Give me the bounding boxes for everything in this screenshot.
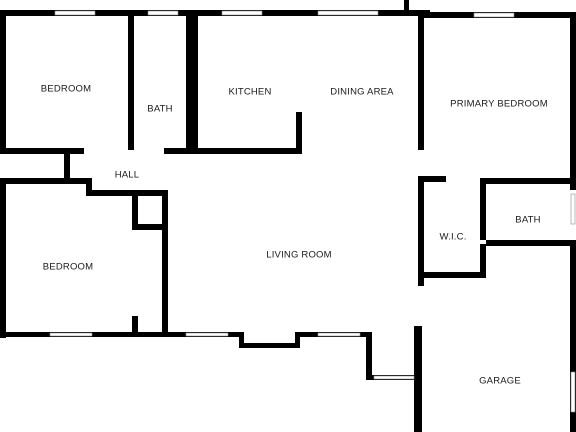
wall-left-upper (0, 10, 6, 150)
wall-kitchen-island (296, 112, 302, 154)
label-garage: GARAGE (479, 376, 521, 387)
wall-central-lower (418, 176, 424, 286)
wall-door-mark (404, 0, 409, 14)
window-dining-top (317, 10, 379, 16)
wall-bay-left (366, 332, 372, 380)
wall-bath-top (480, 178, 576, 184)
wall-right-lower (570, 240, 576, 432)
label-living-room: LIVING ROOM (266, 250, 332, 261)
label-dining-area: DINING AREA (330, 87, 394, 98)
window-bay-bottom (373, 375, 415, 380)
label-bedroom-bottom: BEDROOM (43, 262, 94, 273)
room-labels: BEDROOM BATH KITCHEN DINING AREA PRIMARY… (41, 84, 548, 387)
wall-wic-right (480, 178, 486, 240)
wall-wic-top (424, 176, 446, 182)
window-bedroom-top (54, 10, 96, 16)
wall-bedroom-bottom (0, 148, 84, 154)
wall-bottom-notch-left (239, 332, 244, 348)
wall-bedroom2-right (132, 190, 138, 230)
window-bedroom-bottom (49, 332, 93, 337)
label-kitchen: KITCHEN (228, 87, 271, 98)
wall-central-upper (418, 12, 424, 150)
wall-kitchen-left (192, 12, 198, 154)
label-bath-right: BATH (515, 215, 540, 226)
wall-bed-bath (128, 10, 134, 150)
wall-top-middle (194, 10, 430, 16)
window-living-left (185, 332, 229, 337)
label-bedroom-top: BEDROOM (41, 84, 92, 95)
wall-bedroom2-right-lower (132, 316, 138, 336)
window-bath-top (147, 10, 179, 16)
wall-bottom-left (0, 332, 240, 337)
wall-bath-right-bottom (486, 240, 576, 246)
window-kitchen-top (221, 10, 263, 16)
wall-bottom-notch (239, 343, 299, 348)
wall-kitchen-bottom (192, 148, 302, 154)
label-bath-left: BATH (147, 104, 172, 115)
label-hall: HALL (115, 170, 140, 181)
label-primary-bedroom: PRIMARY BEDROOM (450, 99, 548, 110)
wall-bath-bottom (164, 148, 194, 154)
window-bath-right (570, 193, 576, 225)
wall-top-left (0, 10, 194, 16)
wall-bath-right (186, 10, 192, 154)
wall-bottom-notch-right (295, 332, 300, 348)
wall-hall-step (86, 178, 92, 194)
wall-closet-top (136, 224, 166, 230)
wall-garage-divider (480, 244, 486, 276)
wall-hall-step-bottom (86, 190, 166, 196)
wall-hall-stub (64, 148, 70, 184)
wall-garage-left (414, 326, 422, 432)
window-living-right (317, 332, 361, 337)
window-primary-top (473, 12, 515, 18)
wall-left-lower (0, 178, 6, 338)
label-wic: W.I.C. (439, 232, 466, 243)
wall-wic-bottom (424, 272, 486, 278)
wall-living-left (162, 190, 168, 336)
wall-right-upper (570, 12, 576, 190)
windows (49, 10, 576, 413)
window-garage-right (570, 371, 576, 413)
wall-bedroom2-top (0, 178, 92, 184)
